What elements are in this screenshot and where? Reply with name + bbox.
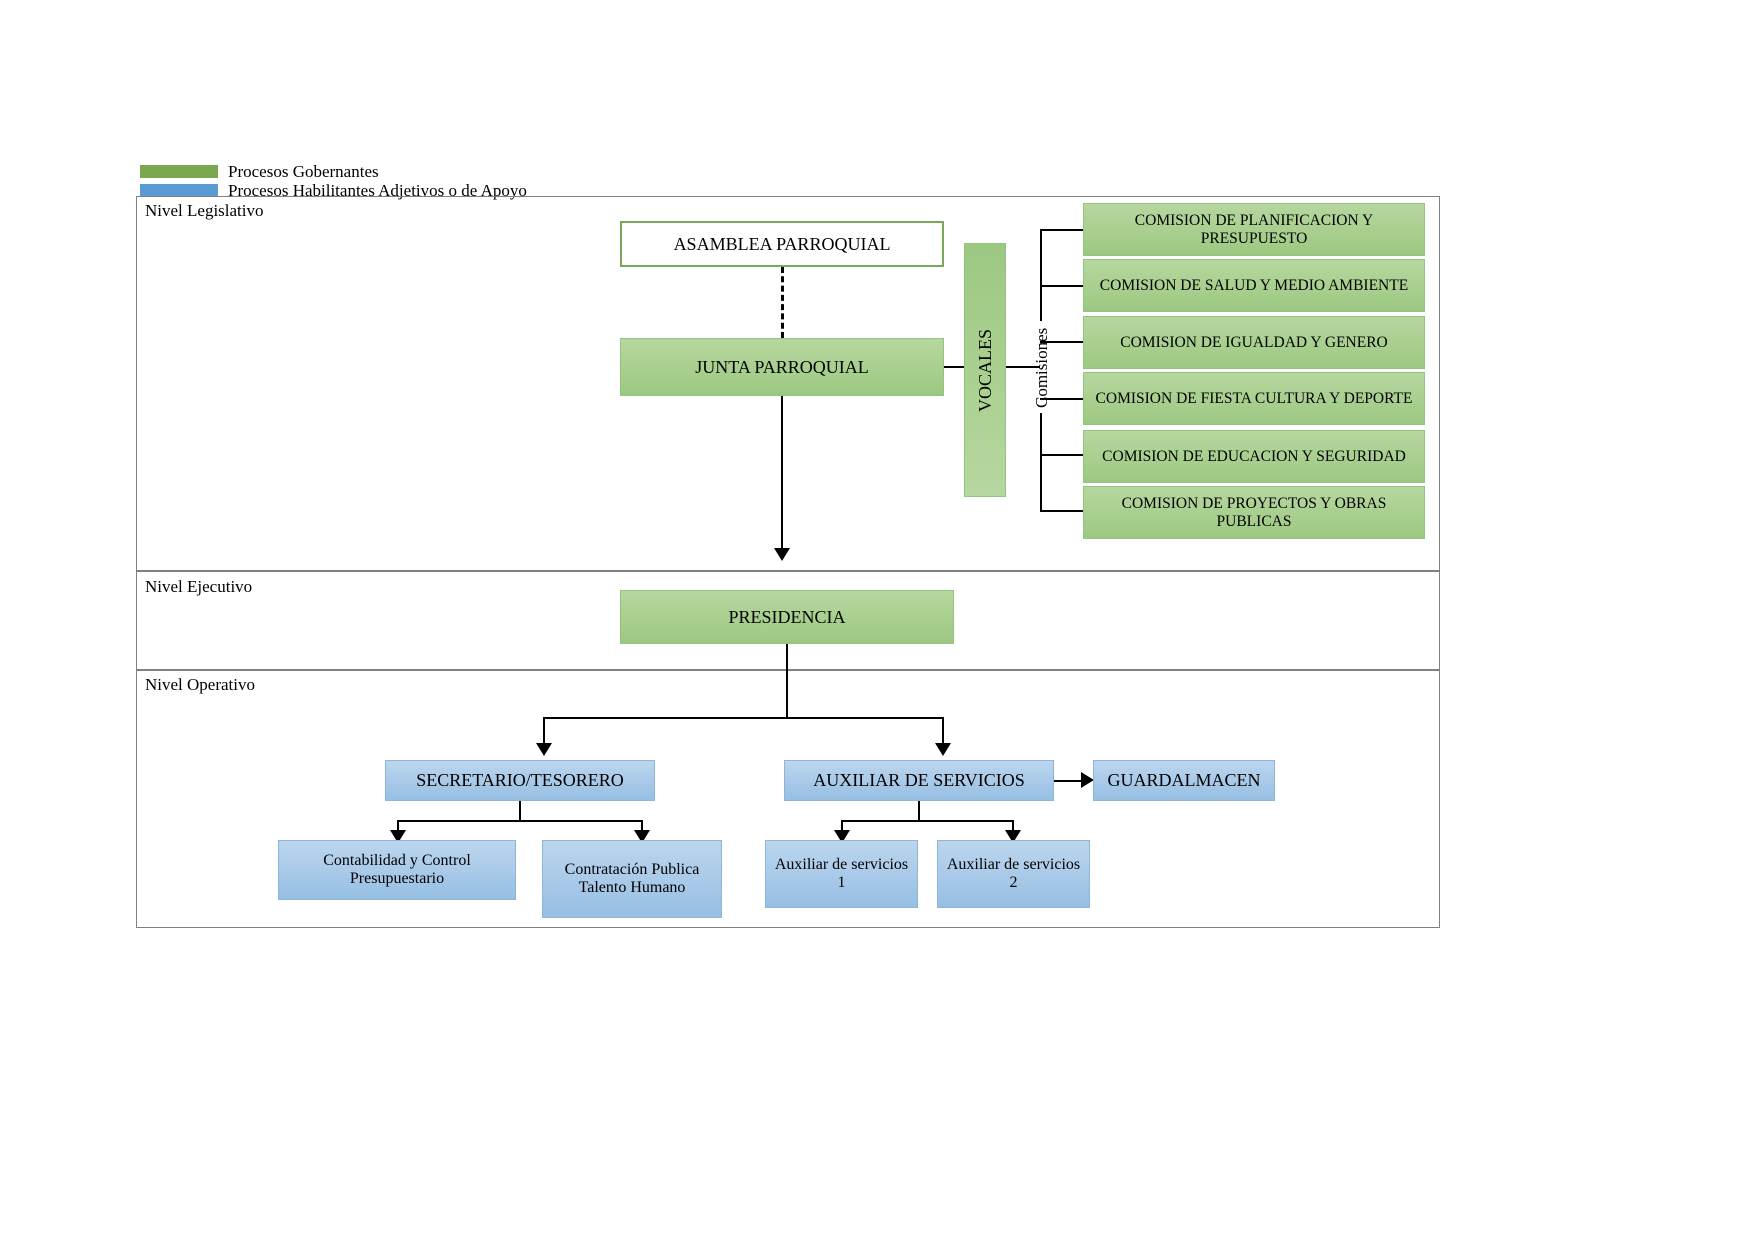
node-presidencia[interactable]: PRESIDENCIA [620,590,954,644]
node-comision-proyectos[interactable]: COMISION DE PROYECTOS Y OBRAS PUBLICAS [1083,486,1425,539]
connector-drop-contabilidad [397,820,399,832]
comisiones-branch-4 [1040,398,1084,400]
connector-auxiliar-guardalmacen [1054,780,1084,782]
arrow-contabilidad [390,830,406,843]
arrow-guardalmacen [1081,772,1094,788]
node-comision-salud[interactable]: COMISION DE SALUD Y MEDIO AMBIENTE [1083,259,1425,312]
level-title-ejecutivo: Nivel Ejecutivo [145,577,253,596]
legend-label-habilitantes: Procesos Habilitantes Adjetivos o de Apo… [228,181,527,200]
level-title-legislativo: Nivel Legislativo [145,201,264,220]
connector-auxiliar-stem [918,801,920,821]
node-contratacion-publica[interactable]: Contratación Publica Talento Humano [542,840,722,918]
connector-asamblea-junta [781,267,784,338]
level-frame-legislativo [136,196,1440,571]
node-comision-educacion[interactable]: COMISION DE EDUCACION Y SEGURIDAD [1083,430,1425,483]
connector-junta-vocales [944,366,966,368]
connector-vocales-comisiones [1006,366,1040,368]
level-frame-operativo [136,670,1440,928]
connector-presidencia-trunk [786,644,788,718]
connector-secretario-bus [397,820,642,822]
legend-label-gobernantes: Procesos Gobernantes [228,162,379,181]
arrow-aux1 [834,830,850,843]
level-frame-ejecutivo [136,571,1440,670]
comisiones-branch-2 [1040,285,1084,287]
comisiones-branch-1 [1040,229,1084,231]
node-comision-igualdad[interactable]: COMISION DE IGUALDAD Y GENERO [1083,316,1425,369]
node-auxiliar-de-servicios[interactable]: AUXILIAR DE SERVICIOS [784,760,1054,801]
arrow-contratacion [634,830,650,843]
arrow-aux2 [1005,830,1021,843]
connector-operative-bus [543,717,944,719]
comisiones-branch-5 [1040,454,1084,456]
connector-drop-aux2 [1012,820,1014,832]
arrow-secretario [536,743,552,756]
node-junta-parroquial[interactable]: JUNTA PARROQUIAL [620,338,944,396]
arrow-junta-presidencia [774,548,790,561]
connector-junta-presidencia [781,396,783,549]
legend-swatch-green [140,165,218,178]
legend-item-habilitantes: Procesos Habilitantes Adjetivos o de Apo… [140,182,527,199]
comisiones-branch-3 [1040,341,1084,343]
node-comision-fiesta[interactable]: COMISION DE FIESTA CULTURA Y DEPORTE [1083,372,1425,425]
node-auxiliar-servicios-1[interactable]: Auxiliar de servicios 1 [765,840,918,908]
connector-auxiliar-bus [841,820,1013,822]
label-comisiones: Comisiones [1032,327,1051,408]
connector-drop-auxiliar [942,717,944,744]
connector-drop-secretario [543,717,545,744]
comisiones-spine-upper [1040,229,1042,321]
node-guardalmacen[interactable]: GUARDALMACEN [1093,760,1275,801]
connector-drop-contratacion [641,820,643,832]
arrow-auxiliar [935,743,951,756]
node-contabilidad-control[interactable]: Contabilidad y Control Presupuestario [278,840,516,900]
comisiones-branch-6 [1040,510,1084,512]
connector-drop-aux1 [841,820,843,832]
legend-swatch-blue [140,184,218,197]
node-vocales[interactable]: VOCALES [964,243,1006,497]
node-comision-planificacion[interactable]: COMISION DE PLANIFICACION Y PRESUPUESTO [1083,203,1425,256]
node-asamblea-parroquial[interactable]: ASAMBLEA PARROQUIAL [620,221,944,267]
node-auxiliar-servicios-2[interactable]: Auxiliar de servicios 2 [937,840,1090,908]
connector-secretario-stem [519,801,521,821]
comisiones-spine-lower [1040,413,1042,511]
legend-item-gobernantes: Procesos Gobernantes [140,163,379,180]
level-title-operativo: Nivel Operativo [145,675,255,694]
node-secretario-tesorero[interactable]: SECRETARIO/TESORERO [385,760,655,801]
